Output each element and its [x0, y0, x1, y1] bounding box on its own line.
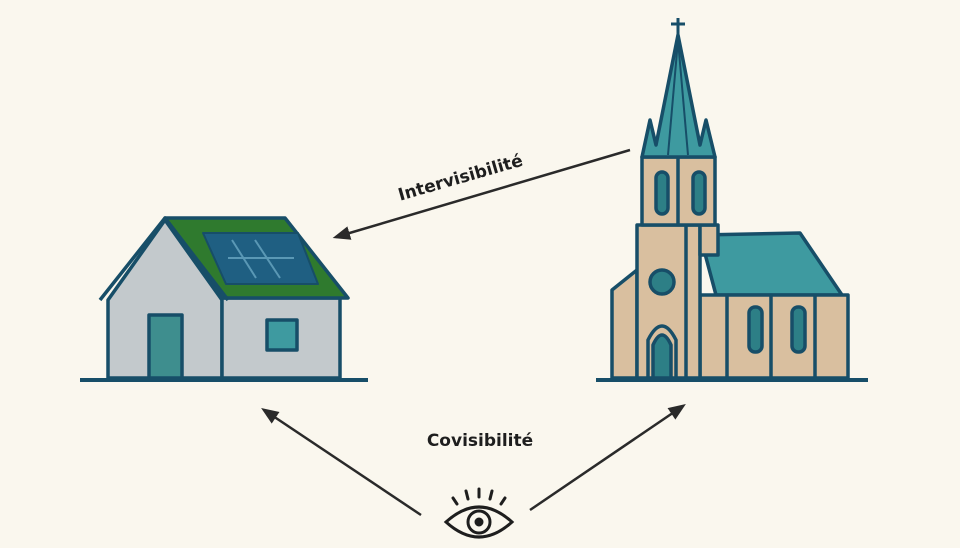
intervisibility-arrow — [332, 148, 631, 240]
house-door — [147, 313, 184, 380]
eye-icon — [443, 487, 515, 539]
church-icon — [610, 18, 850, 380]
covisibility-arrow-house — [261, 408, 422, 517]
house-icon — [98, 216, 350, 380]
house-window — [265, 318, 299, 352]
covisibility-arrow-church — [529, 404, 686, 512]
covisibility-label: Covisibilité — [427, 431, 533, 451]
